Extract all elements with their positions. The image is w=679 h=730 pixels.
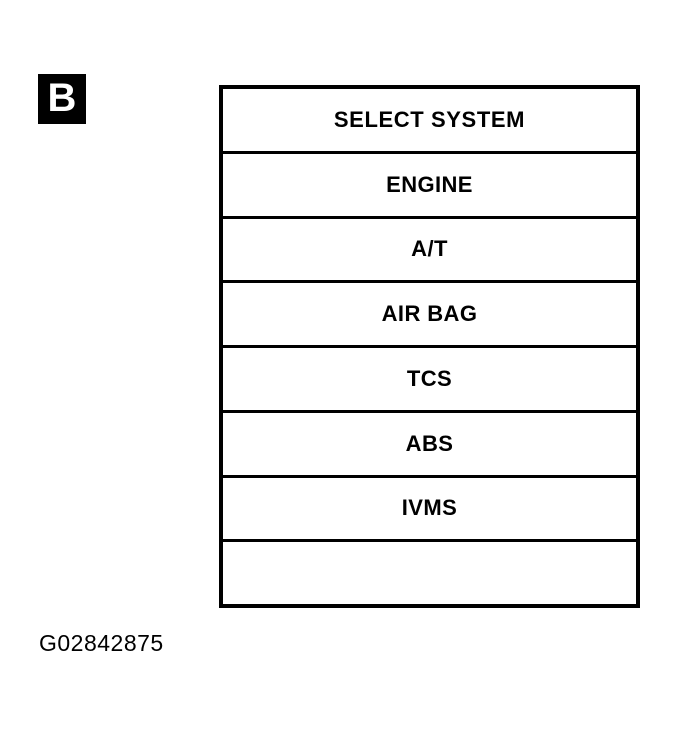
menu-item-abs[interactable]: ABS xyxy=(223,412,636,478)
menu-item-label: ABS xyxy=(405,430,454,456)
menu-item-at[interactable]: A/T xyxy=(223,218,636,284)
figure-label-letter: B xyxy=(47,76,77,120)
figure-label-badge: B xyxy=(38,74,86,124)
menu-header-row: SELECT SYSTEM xyxy=(223,89,636,154)
figure-caption: G02842875 xyxy=(39,630,164,656)
menu-item-label: AIR BAG xyxy=(381,301,478,327)
menu-item-tcs[interactable]: TCS xyxy=(223,348,636,413)
select-system-menu-panel: SELECT SYSTEM ENGINE A/T AIR BAG TCS ABS… xyxy=(219,85,640,608)
menu-header-label: SELECT SYSTEM xyxy=(333,106,526,132)
menu-item-engine[interactable]: ENGINE xyxy=(223,153,636,219)
menu-item-label: A/T xyxy=(411,236,448,262)
menu-item-label: TCS xyxy=(406,365,453,391)
menu-item-label: IVMS xyxy=(401,495,458,521)
menu-item-label: ENGINE xyxy=(386,171,473,197)
menu-item-blank[interactable] xyxy=(223,542,636,604)
menu-item-ivms[interactable]: IVMS xyxy=(223,477,636,543)
menu-item-air-bag[interactable]: AIR BAG xyxy=(223,283,636,348)
